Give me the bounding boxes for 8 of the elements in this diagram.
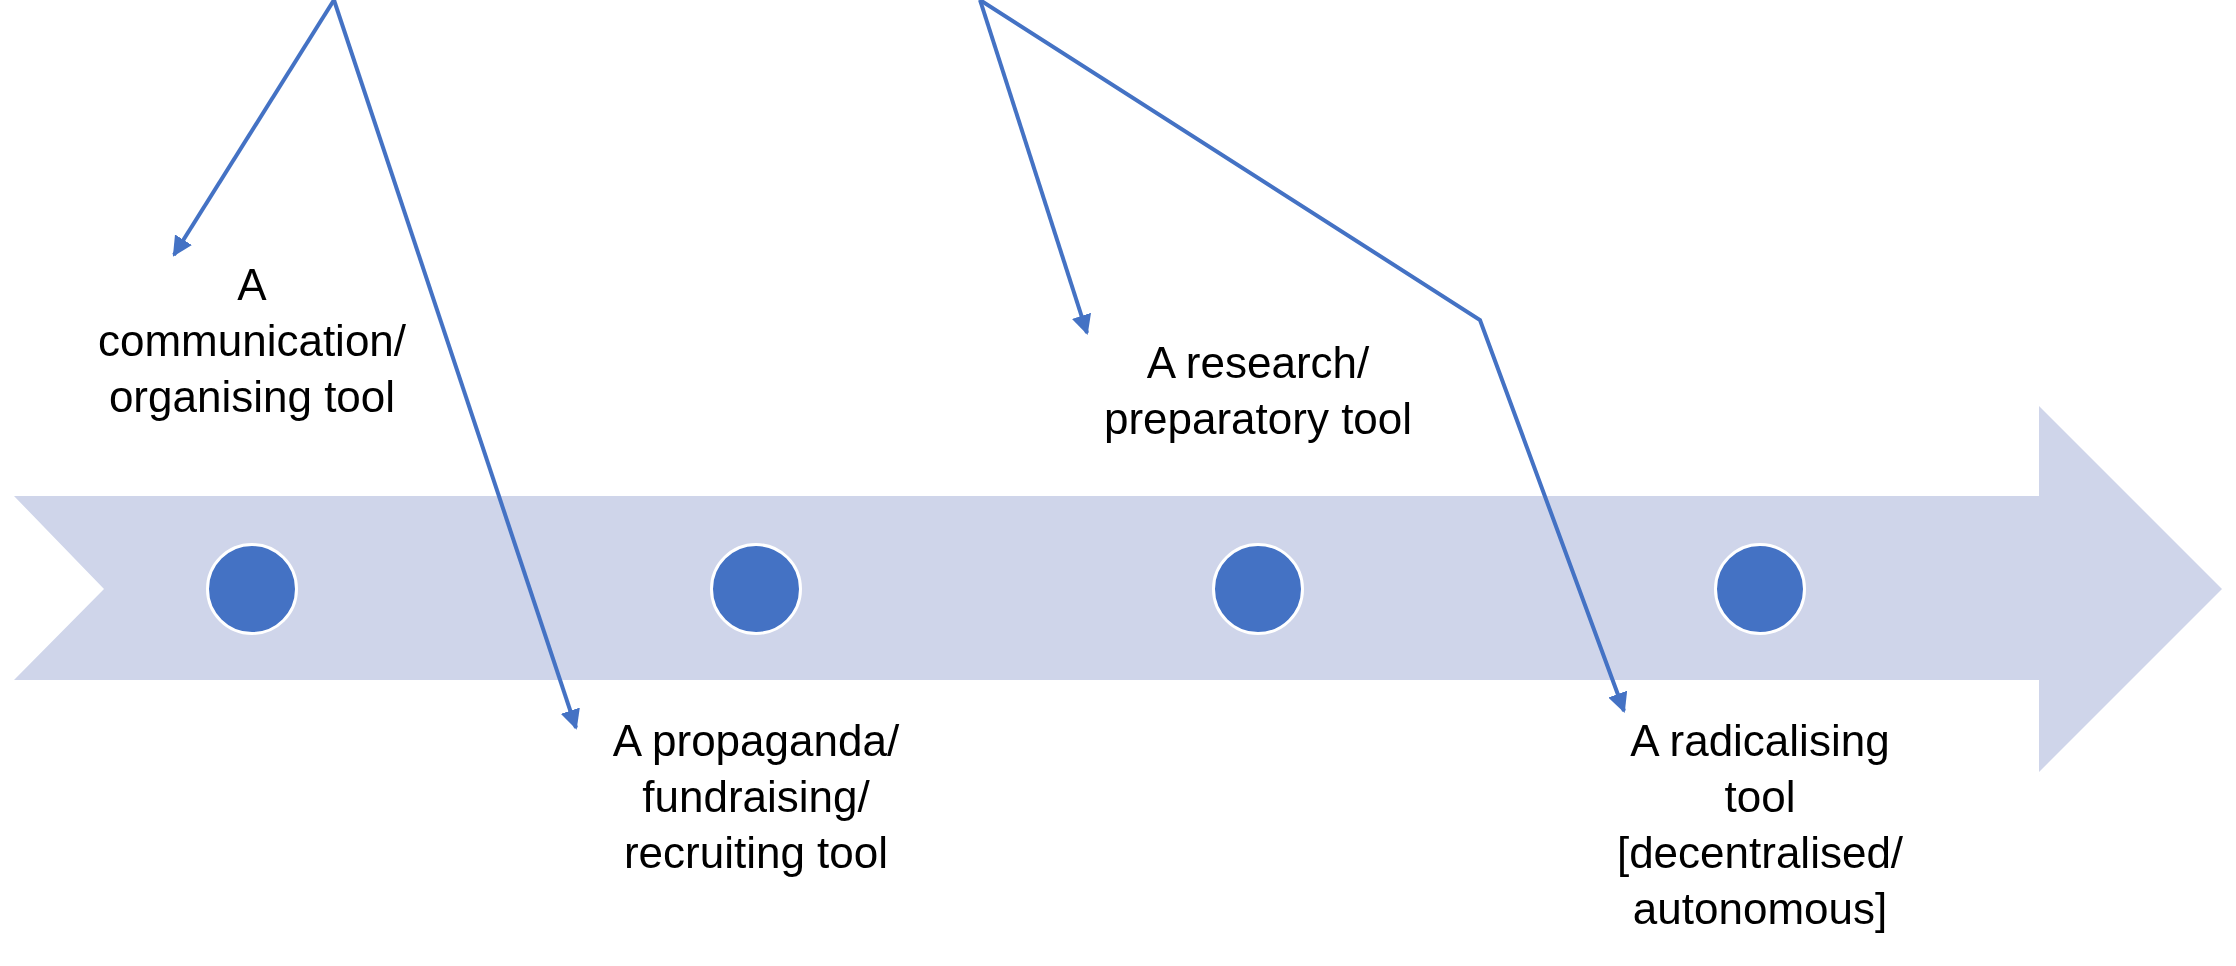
arrow	[172, 0, 336, 257]
timeline-label: A research/ preparatory tool	[1068, 335, 1448, 447]
timeline-label: A propaganda/ fundraising/ recruiting tool	[576, 713, 936, 881]
timeline-label: A radicalising tool [decentralised/ autonomous]	[1590, 713, 1930, 937]
arrow	[332, 0, 580, 730]
arrow	[978, 0, 1091, 335]
arrow	[978, 0, 1628, 713]
timeline-label: A communication/ organising tool	[92, 257, 412, 425]
